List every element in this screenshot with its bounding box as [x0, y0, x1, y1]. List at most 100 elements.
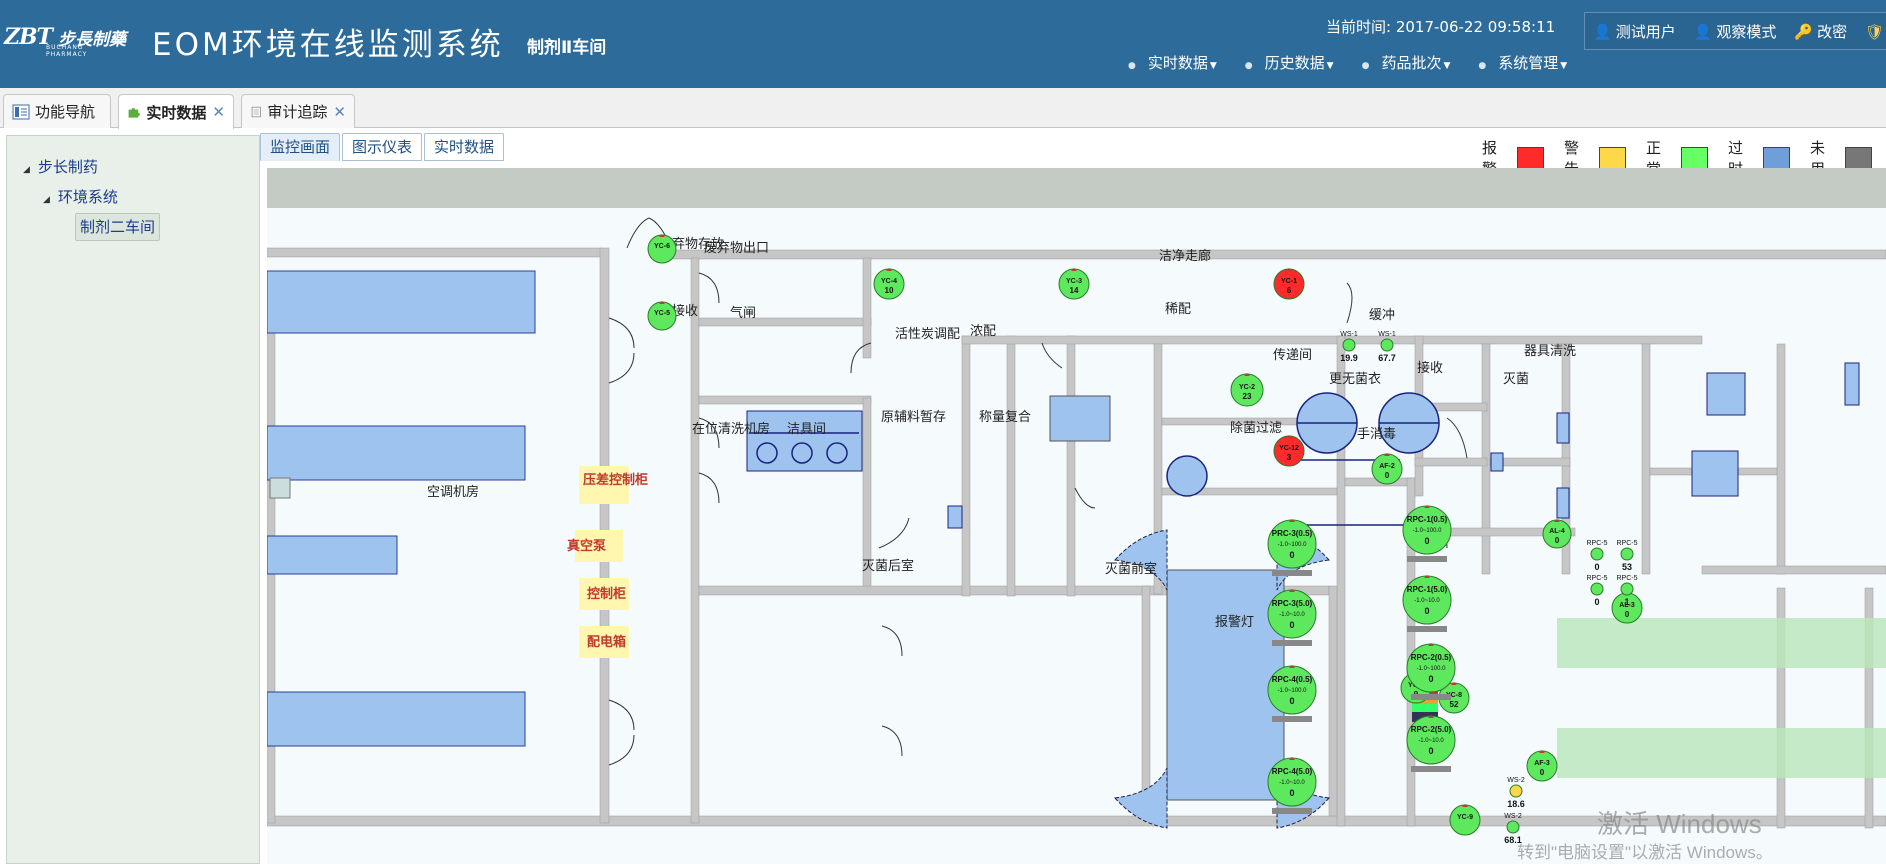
sensor-bar	[1272, 570, 1312, 576]
sensor-range: -1.0~10.0	[1414, 598, 1440, 604]
sensor-yc-3[interactable]: YC-314	[1058, 268, 1090, 300]
close-icon[interactable]: ✕	[212, 103, 225, 121]
small-sensor-ws-2[interactable]: WS-268.1	[1504, 813, 1522, 845]
sensor-bar	[1407, 556, 1447, 562]
piping-area-2	[1557, 728, 1886, 778]
menu-history-data[interactable]: ●历史数据▼	[1244, 54, 1334, 72]
carbon-room-box	[1049, 395, 1111, 442]
sensor-yc-6[interactable]: YC-6	[647, 234, 677, 264]
small-sensor-rpc-5[interactable]: RPC-5 53	[1616, 540, 1637, 572]
app-header: ZBT 步長制藥 BUCHANG PHARMACY EOM环境在线监测系统 制剂…	[0, 0, 1886, 88]
menu-system-admin[interactable]: ●系统管理▼	[1478, 54, 1568, 72]
sensor-bar	[1411, 766, 1451, 772]
caret-down-icon: ▼	[1209, 61, 1217, 71]
sensor-range: -1.0~100.0	[1417, 666, 1447, 672]
room-label: 接收	[672, 303, 698, 318]
expand-triangle-icon[interactable]: ◢	[43, 195, 50, 205]
sensor-prc-3-0-5-[interactable]: PRC-3(0.5)-1.0~100.00	[1267, 519, 1317, 576]
nav-grid-icon	[12, 104, 30, 119]
user-menu-password[interactable]: 🔑改密	[1794, 22, 1848, 41]
sensor-yc-12[interactable]: YC-123	[1273, 435, 1305, 467]
room-label: 手消毒	[1357, 426, 1396, 441]
sensor-rpc-4-5-0-[interactable]: RPC-4(5.0)-1.0~10.00	[1267, 757, 1317, 814]
small-sensor-id: RPC-5	[1586, 575, 1607, 582]
sensor-value: 6	[1287, 286, 1292, 295]
small-sensor-value: 53	[1622, 562, 1632, 572]
sensor-id: YC-1	[1281, 278, 1297, 285]
sensor-yc-5[interactable]: YC-5	[647, 301, 677, 331]
user-menu-logout[interactable]: 🛡注销	[1865, 21, 1886, 42]
current-time: 当前时间: 2017-06-22 09:58:11	[1326, 16, 1555, 37]
sensor-value: 10	[885, 286, 894, 295]
close-icon[interactable]: ✕	[333, 102, 346, 121]
small-sensor-id: WS-2	[1504, 813, 1522, 820]
sensor-value: 0	[1424, 536, 1429, 546]
sensor-rpc-1-0-5-[interactable]: RPC-1(0.5)-1.0~100.00	[1402, 505, 1452, 562]
subtab-realtime[interactable]: 实时数据	[424, 133, 505, 161]
sensor-al-4[interactable]: AL-40	[1542, 519, 1572, 549]
sensor-value: 0	[1424, 606, 1429, 616]
tab-audit-trail[interactable]: 审计追踪 ✕	[241, 94, 355, 128]
room-labels: 废弃物存放废弃物出口接收气闸洁净走廊稀配活性炭调配浓配在位清洗机房洁具间原辅料暂…	[427, 236, 1576, 629]
user-menu-observe[interactable]: 👤观察模式	[1693, 22, 1777, 41]
sensor-value: 0	[1428, 674, 1433, 684]
sensor-yc-9[interactable]: YC-9	[1449, 804, 1481, 836]
sensor-yc-4[interactable]: YC-410	[873, 268, 905, 300]
sensor-af-2[interactable]: AF-20	[1371, 453, 1403, 485]
sensor-flag-icon	[1289, 589, 1295, 592]
room-label: 传递间	[1273, 347, 1312, 362]
tab-bar: 功能导航 实时数据 ✕ 审计追踪 ✕	[0, 88, 1886, 129]
sensor-yc-1[interactable]: YC-16	[1273, 268, 1305, 300]
cip-machine-detail	[750, 432, 859, 464]
sensor-value: 0	[1289, 550, 1294, 560]
room-label: 气闸	[730, 305, 756, 320]
tree-node-root[interactable]: ◢步长制药	[23, 158, 98, 176]
subtab-gauges[interactable]: 图示仪表	[342, 133, 423, 161]
sensor-flag-icon	[1286, 268, 1292, 271]
small-sensor-ws-1[interactable]: WS-167.7	[1378, 331, 1396, 363]
sensor-value: 0	[1428, 746, 1433, 756]
sensor-yc-2[interactable]: YC-223	[1230, 373, 1264, 407]
menu-realtime-data[interactable]: ●实时数据▼	[1128, 54, 1217, 72]
small-sensor-rpc-5[interactable]: RPC-50	[1586, 540, 1607, 572]
small-sensor-rpc-5[interactable]: RPC-51	[1616, 575, 1637, 607]
legend-unused-swatch	[1845, 147, 1872, 169]
expand-triangle-icon[interactable]: ◢	[23, 165, 30, 175]
sensor-rpc-3-5-0-[interactable]: RPC-3(5.0)-1.0~10.00	[1267, 589, 1317, 646]
sensor-rpc-2-0-5-[interactable]: RPC-2(0.5)-1.0~100.00	[1406, 643, 1456, 700]
sensor-value: 0	[1555, 536, 1560, 545]
small-sensor-dot	[1509, 784, 1523, 798]
sensor-range: -1.0~100.0	[1278, 542, 1308, 548]
user-menu-user[interactable]: 👤测试用户	[1593, 22, 1676, 41]
subtab-monitor[interactable]: 监控画面	[260, 133, 341, 161]
small-sensor-ws-2[interactable]: WS-218.6	[1507, 777, 1525, 809]
sensor-bar	[1272, 808, 1312, 814]
equipment-label: 控制柜	[587, 586, 626, 601]
sensor-rpc-4-0-5-[interactable]: RPC-4(0.5)-1.0~100.00	[1267, 665, 1317, 722]
small-sensor-rpc-5[interactable]: RPC-50	[1586, 575, 1607, 607]
logo-chinese-name: 步長制藥	[58, 29, 127, 50]
main-menu: ●实时数据▼ ●历史数据▼ ●药品批次▼ ●系统管理▼	[1128, 52, 1567, 73]
menu-drug-batch[interactable]: ●药品批次▼	[1361, 54, 1451, 72]
legend-stale-swatch	[1763, 147, 1790, 169]
sensor-rpc-2-5-0-[interactable]: RPC-2(5.0)-1.0~10.00	[1406, 715, 1456, 772]
sensor-af-3[interactable]: AF-30	[1526, 750, 1558, 782]
sensor-value: 0	[1385, 471, 1390, 480]
sensor-id: YC-5	[654, 310, 670, 317]
tab-function-nav[interactable]: 功能导航	[3, 94, 111, 128]
sensor-flag-icon	[1289, 519, 1295, 522]
room-label: 灭菌前室	[1105, 561, 1157, 576]
small-sensor-ws-1[interactable]: WS-119.9	[1340, 331, 1358, 363]
sensor-al-3[interactable]: AL-30	[1611, 592, 1643, 624]
small-sensor-dot	[1342, 338, 1356, 352]
sensor-value: 14	[1070, 286, 1079, 295]
small-sensor-id: RPC-5	[1616, 540, 1637, 547]
room-label: 报警灯	[1215, 614, 1254, 629]
sensor-rpc-1-5-0-[interactable]: RPC-1(5.0)-1.0~10.00	[1402, 575, 1452, 632]
monitor-floor-plan: 废弃物存放废弃物出口接收气闸洁净走廊稀配活性炭调配浓配在位清洗机房洁具间原辅料暂…	[267, 168, 1886, 864]
tab-realtime-data[interactable]: 实时数据 ✕	[118, 94, 234, 129]
tree-node-workshop[interactable]: 制剂二车间	[75, 213, 161, 241]
sensor-id: AL-3	[1619, 602, 1635, 609]
sensor-id: YC-3	[1066, 278, 1082, 285]
tree-node-environment[interactable]: ◢环境系统	[43, 188, 118, 206]
